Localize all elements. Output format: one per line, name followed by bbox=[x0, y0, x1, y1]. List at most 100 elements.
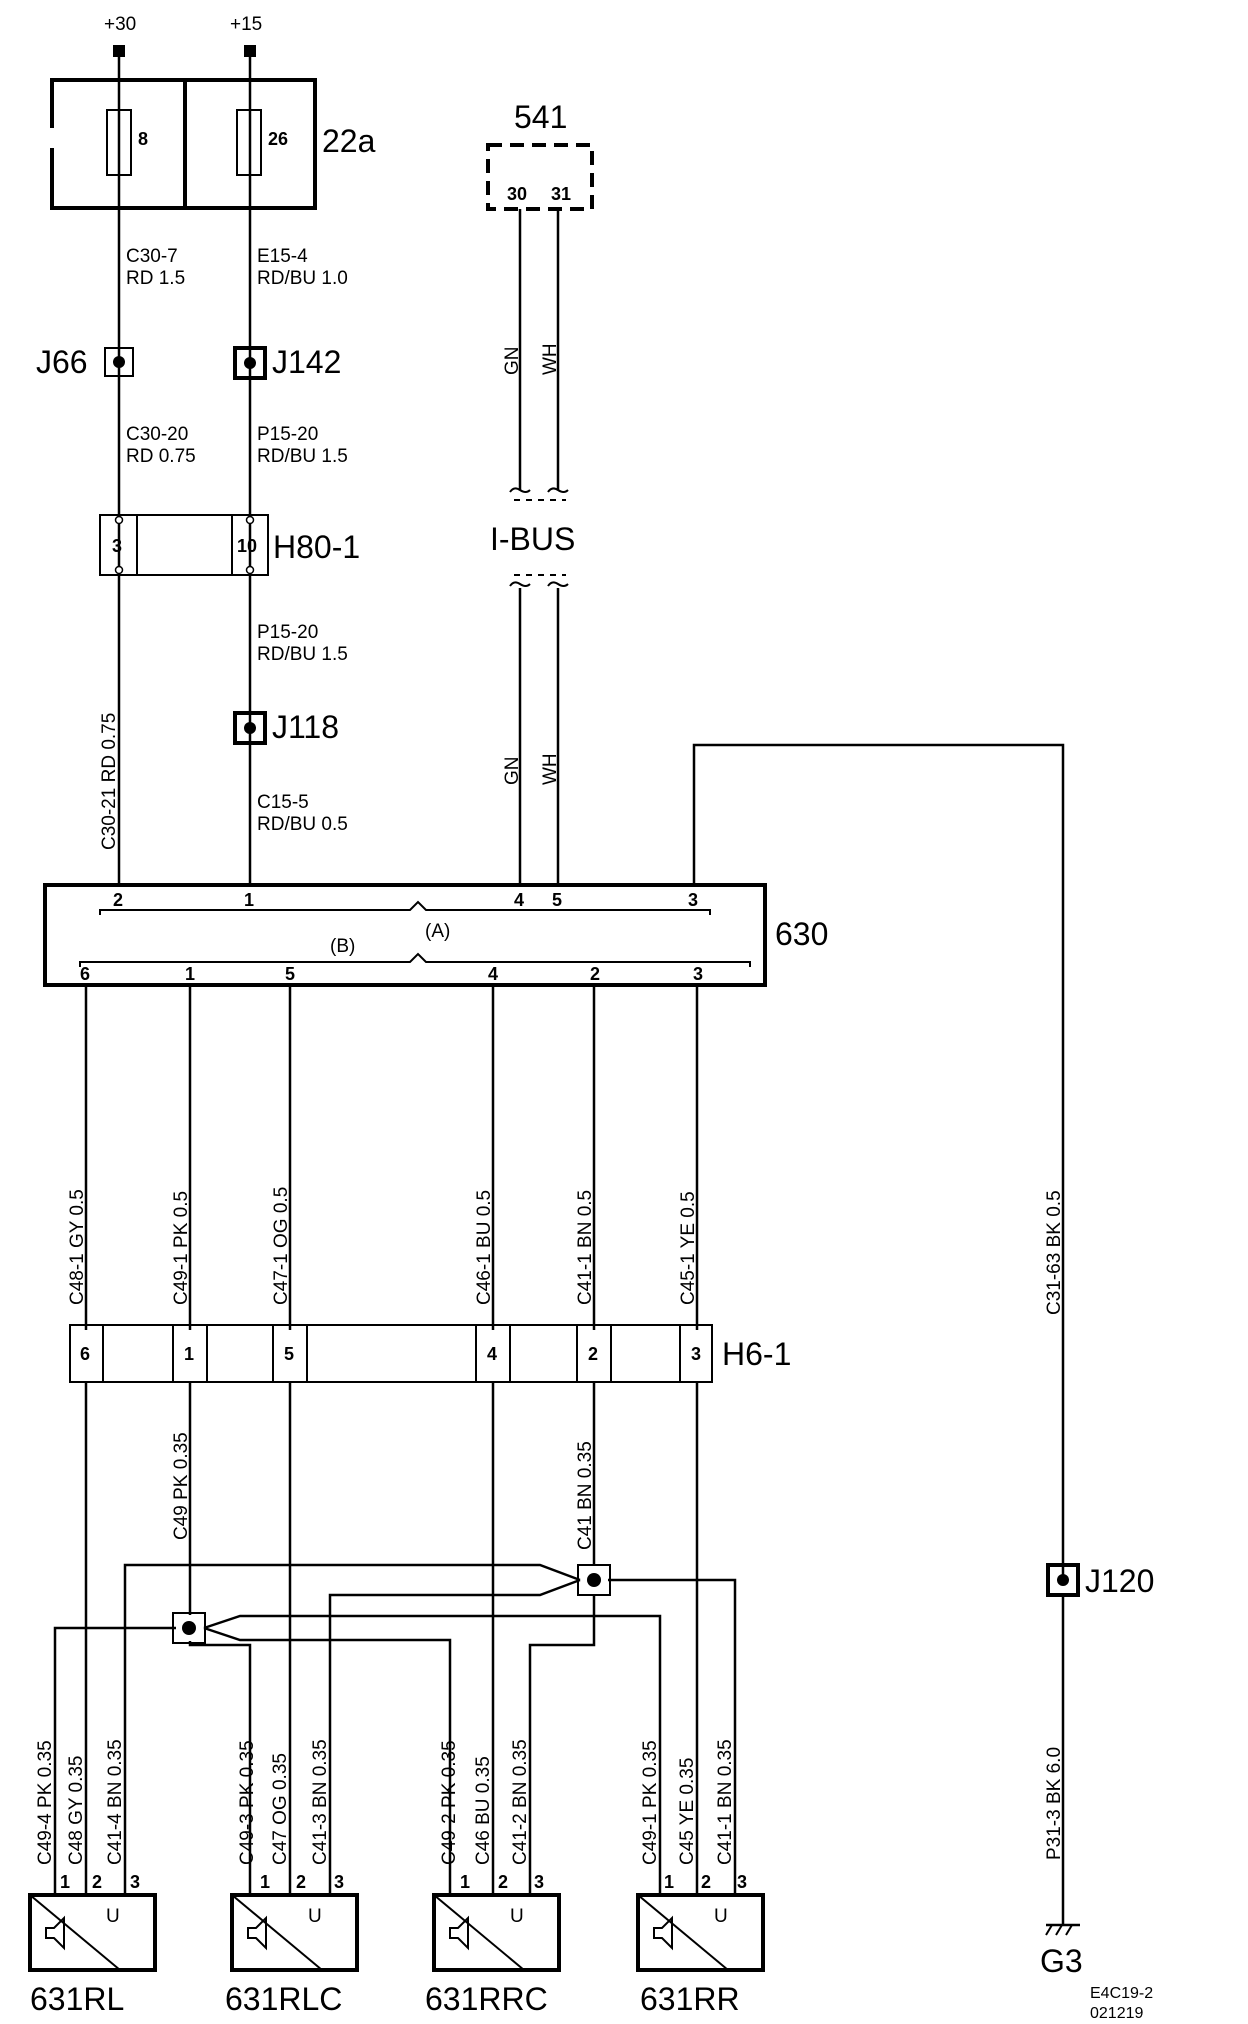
wire-c46-1: C46-1 BU 0.5 bbox=[474, 1190, 495, 1305]
h80-pin-3: 3 bbox=[112, 536, 122, 556]
module-630: 2 1 4 5 3 (A) (B) 6 1 5 4 2 3 630 bbox=[43, 883, 828, 987]
speaker-icon bbox=[247, 1915, 267, 1951]
speaker-631rr: U 1 2 3 631RR bbox=[636, 1872, 765, 2017]
speaker-rrc-pin1: 1 bbox=[460, 1872, 470, 1892]
junction-j118-box bbox=[233, 711, 267, 745]
wire-c49: C49 PK 0.35 bbox=[171, 1432, 192, 1540]
fuse-8-label: 8 bbox=[138, 129, 148, 149]
plus15-label: +15 bbox=[230, 14, 262, 35]
speaker-rr-pin1: 1 bbox=[664, 1872, 674, 1892]
speaker-rrc-pin3: 3 bbox=[534, 1872, 544, 1892]
doc-code: E4C19-2 bbox=[1090, 1985, 1153, 2002]
wire-p15-20b-id: P15-20 bbox=[257, 622, 318, 643]
ibus-gn-label-upper: GN bbox=[502, 347, 523, 376]
h6-pin-4: 4 bbox=[487, 1344, 497, 1364]
plus30-label: +30 bbox=[104, 14, 136, 35]
m630-a-pin-3: 3 bbox=[688, 890, 698, 910]
m630-a-pin-1: 1 bbox=[244, 890, 254, 910]
connector-h6-1: 6 1 5 4 2 3 H6-1 bbox=[69, 1324, 791, 1383]
speaker-rl-pin2: 2 bbox=[92, 1872, 102, 1892]
wire-c30-7-spec: RD 1.5 bbox=[126, 268, 185, 289]
speaker-631rrc: U 1 2 3 631RRC bbox=[425, 1872, 561, 2017]
junction-j142-label: J142 bbox=[272, 344, 341, 380]
speaker-icon bbox=[653, 1915, 673, 1951]
speaker-rrc-u: U bbox=[510, 1906, 524, 1927]
speaker-rr-pin3: 3 bbox=[737, 1872, 747, 1892]
m630-b-pin-1: 1 bbox=[185, 964, 195, 984]
h6-pin-5: 5 bbox=[284, 1344, 294, 1364]
wire-rr-1: C49-1 PK 0.35 bbox=[640, 1740, 661, 1865]
module-541-pin31: 31 bbox=[551, 184, 571, 204]
wire-c30-20-id: C30-20 bbox=[126, 424, 188, 445]
wire-rlc-2: C47 OG 0.35 bbox=[270, 1753, 291, 1865]
wire-rrc-3: C41-2 BN 0.35 bbox=[510, 1739, 531, 1865]
junction-j142-box bbox=[233, 346, 267, 380]
speaker-icon bbox=[449, 1915, 469, 1951]
m630-group-b: (B) bbox=[330, 936, 355, 957]
junction-j120-dot bbox=[1057, 1574, 1069, 1586]
splice-c49-box bbox=[172, 1612, 206, 1644]
wire-c49-1: C49-1 PK 0.5 bbox=[171, 1191, 192, 1305]
speaker-rrc-pin2: 2 bbox=[498, 1872, 508, 1892]
ibus-label: I-BUS bbox=[490, 521, 575, 557]
module-541-pin30: 30 bbox=[507, 184, 527, 204]
wire-c15-5-id: C15-5 bbox=[257, 792, 309, 813]
ibus-wh-label-upper: WH bbox=[540, 343, 561, 375]
wire-c48-1: C48-1 GY 0.5 bbox=[67, 1189, 88, 1305]
splice-c41-dot bbox=[587, 1573, 601, 1587]
speaker-631rl: U 1 2 3 631RL bbox=[28, 1872, 157, 2017]
wire-rlc-1: C49-3 PK 0.35 bbox=[237, 1740, 258, 1865]
wire-c41-1: C41-1 BN 0.5 bbox=[575, 1190, 596, 1305]
m630-group-a: (A) bbox=[425, 921, 450, 942]
h80-name: H80-1 bbox=[273, 529, 360, 565]
wire-c30-7-id: C30-7 bbox=[126, 246, 178, 267]
module-541-name: 541 bbox=[514, 99, 567, 135]
speaker-rr-pin2: 2 bbox=[701, 1872, 711, 1892]
wire-e15-4-id: E15-4 bbox=[257, 246, 308, 267]
wire-rr-2: C45 YE 0.35 bbox=[677, 1758, 698, 1865]
h6-pin-6: 6 bbox=[80, 1344, 90, 1364]
wire-p15-20b-spec: RD/BU 1.5 bbox=[257, 644, 348, 665]
m630-b-pin-5: 5 bbox=[285, 964, 295, 984]
wire-p15-20a-spec: RD/BU 1.5 bbox=[257, 446, 348, 467]
speaker-rlc-name: 631RLC bbox=[225, 1981, 342, 2017]
ibus-gn-label-lower: GN bbox=[502, 757, 523, 786]
h80-pin-10: 10 bbox=[237, 536, 257, 556]
h6-pin-3: 3 bbox=[691, 1344, 701, 1364]
speaker-rlc-pin3: 3 bbox=[334, 1872, 344, 1892]
fusebox-22a: 8 26 22a bbox=[50, 78, 376, 210]
wire-c41: C41 BN 0.35 bbox=[575, 1441, 596, 1550]
m630-b-pin-4: 4 bbox=[488, 964, 498, 984]
plus30-terminal bbox=[113, 45, 125, 57]
speaker-rlc-pin2: 2 bbox=[296, 1872, 306, 1892]
wire-rrc-1: C49-2 PK 0.35 bbox=[439, 1740, 460, 1865]
wire-rl-2: C48 GY 0.35 bbox=[66, 1755, 87, 1865]
speaker-rl-pin3: 3 bbox=[130, 1872, 140, 1892]
speaker-rlc-u: U bbox=[308, 1906, 322, 1927]
wire-c15-5-spec: RD/BU 0.5 bbox=[257, 814, 348, 835]
wire-c31-63-path bbox=[692, 743, 1065, 1578]
ground-label: G3 bbox=[1040, 1943, 1083, 1979]
wire-p31-3-label: P31-3 BK 6.0 bbox=[1044, 1747, 1065, 1860]
ibus-wh-label-lower: WH bbox=[540, 753, 561, 785]
junction-j66-dot bbox=[113, 356, 125, 368]
m630-a-pin-4: 4 bbox=[514, 890, 524, 910]
speaker-rl-name: 631RL bbox=[30, 1981, 124, 2017]
wire-c30-20-spec: RD 0.75 bbox=[126, 446, 196, 467]
junction-j120-label: J120 bbox=[1085, 1563, 1154, 1599]
ground-icon bbox=[1045, 1923, 1080, 1936]
doc-date: 021219 bbox=[1090, 2005, 1143, 2022]
speaker-rlc-pin1: 1 bbox=[260, 1872, 270, 1892]
speaker-rl-pin1: 1 bbox=[60, 1872, 70, 1892]
splice-c41-box bbox=[577, 1564, 611, 1596]
junction-j66-box bbox=[104, 347, 134, 377]
plus15-terminal bbox=[244, 45, 256, 57]
junction-j142-dot bbox=[244, 357, 256, 369]
junction-j118-label: J118 bbox=[272, 709, 339, 745]
speaker-rl-u: U bbox=[106, 1906, 120, 1927]
junction-j118-dot bbox=[244, 722, 256, 734]
h6-pin-1: 1 bbox=[184, 1344, 194, 1364]
wire-c47-1: C47-1 OG 0.5 bbox=[271, 1187, 292, 1305]
junction-j66-label: J66 bbox=[36, 344, 88, 380]
